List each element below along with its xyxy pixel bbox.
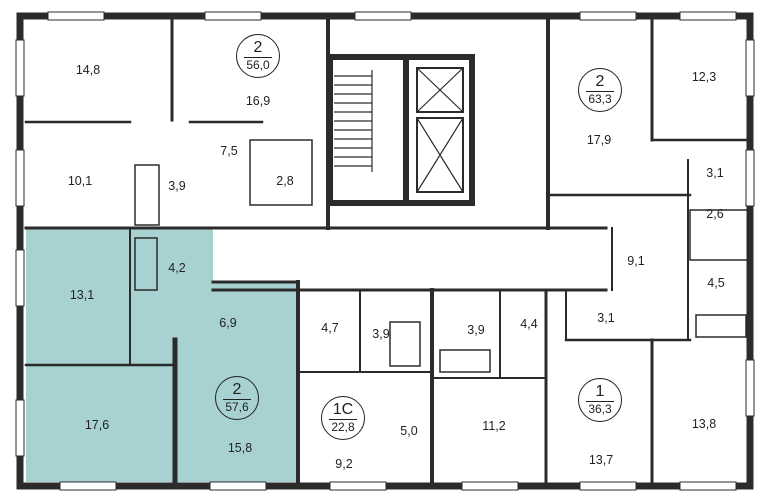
apartment-rooms: 2	[595, 73, 605, 90]
apartment-rooms: 2	[253, 39, 263, 56]
apartment-badge[interactable]: 1С 22,8	[321, 396, 365, 440]
room-area-label: 2,8	[276, 174, 294, 188]
room-area-label: 17,6	[84, 418, 110, 432]
room-area-label: 17,9	[586, 133, 612, 147]
room-area-label: 5,0	[400, 424, 418, 438]
apartment-badge[interactable]: 1 36,3	[578, 378, 622, 422]
apartment-area: 22,8	[331, 420, 355, 434]
badge-divider	[586, 401, 614, 402]
room-area-label: 3,9	[467, 323, 485, 337]
room-area-label: 3,9	[372, 327, 390, 341]
room-area-label: 3,1	[597, 311, 615, 325]
room-area-label: 14,8	[75, 63, 101, 77]
room-area-label: 6,9	[219, 316, 237, 330]
room-area-label: 4,7	[321, 321, 339, 335]
room-area-label: 4,5	[707, 276, 725, 290]
badge-divider	[586, 91, 614, 92]
room-area-label: 3,9	[168, 179, 186, 193]
room-area-label: 9,1	[627, 254, 645, 268]
windows	[15, 11, 755, 491]
apartment-badge[interactable]: 2 63,3	[578, 68, 622, 112]
room-area-label: 2,6	[706, 207, 724, 221]
staircase	[327, 54, 409, 206]
apartment-badge[interactable]: 2 57,6	[215, 376, 259, 420]
room-area-label: 13,7	[588, 453, 614, 467]
room-area-label: 13,1	[69, 288, 95, 302]
room-area-label: 4,4	[520, 317, 538, 331]
badge-divider	[329, 419, 357, 420]
room-area-label: 10,1	[67, 174, 93, 188]
apartment-area: 36,3	[588, 402, 612, 416]
apartment-area: 56,0	[246, 58, 270, 72]
room-area-label: 11,2	[482, 419, 506, 433]
room-area-label: 4,2	[168, 261, 186, 275]
apartment-rooms: 2	[232, 381, 242, 398]
apartment-area: 63,3	[588, 92, 612, 106]
badge-divider	[244, 57, 272, 58]
room-area-label: 13,8	[691, 417, 717, 431]
room-area-label: 16,9	[245, 94, 271, 108]
room-area-label: 9,2	[335, 457, 353, 471]
apartment-rooms: 1С	[332, 401, 354, 418]
apartment-badge[interactable]: 2 56,0	[236, 34, 280, 78]
room-area-label: 3,1	[706, 166, 724, 180]
room-area-label: 12,3	[691, 70, 717, 84]
room-area-label: 7,5	[220, 144, 238, 158]
badge-divider	[223, 399, 251, 400]
room-area-label: 15,8	[227, 441, 253, 455]
lift-core	[403, 54, 475, 206]
apartment-rooms: 1	[595, 383, 605, 400]
apartment-area: 57,6	[225, 400, 249, 414]
highlighted-apartment-fill[interactable]	[26, 228, 298, 482]
